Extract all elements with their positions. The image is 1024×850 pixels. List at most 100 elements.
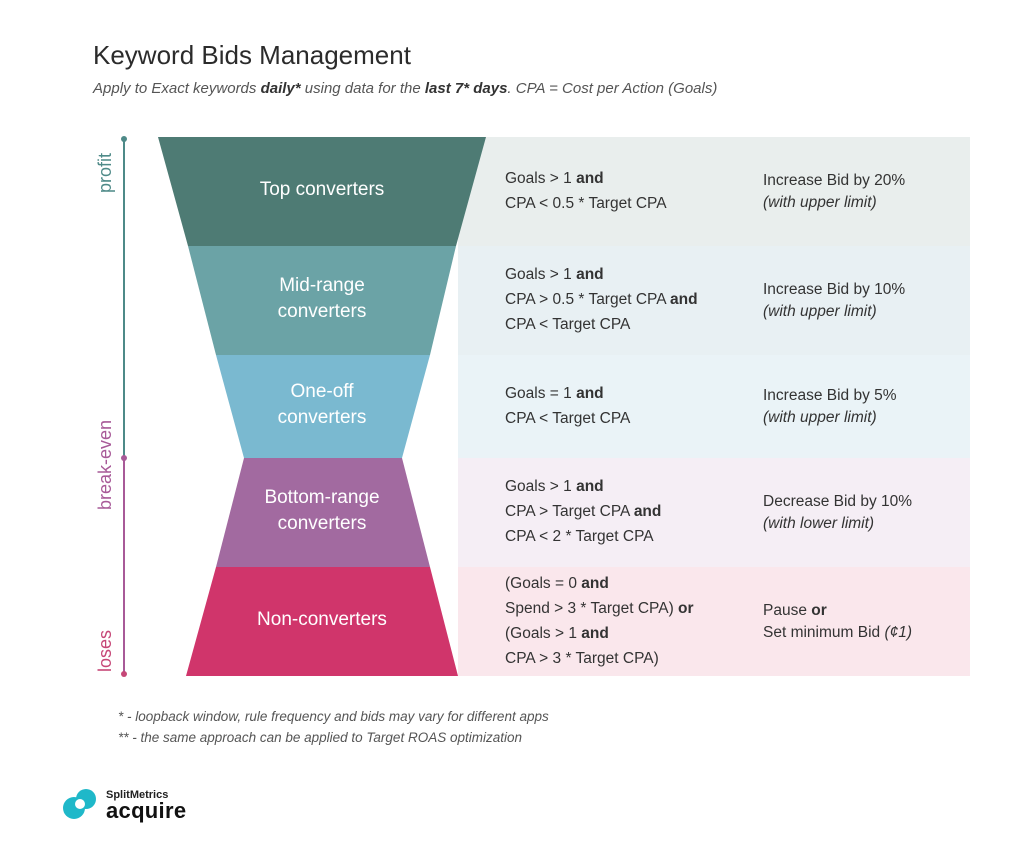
text-segment: Pause: [763, 601, 812, 619]
text-segment: Goals > 1: [505, 169, 577, 187]
axis-line-profit: [123, 140, 125, 458]
subtitle-part: . CPA = Cost per Action (Goals): [507, 80, 718, 97]
funnel-tier-shape: [186, 567, 458, 676]
text-segment: Goals > 1: [505, 266, 577, 283]
axis-dot-top: [121, 136, 127, 142]
action-limit-note: (with upper limit): [763, 302, 877, 320]
text-segment: Increase Bid by 20%: [763, 171, 906, 189]
funnel-tier-shape: [216, 355, 430, 458]
condition-line: CPA < 2 * Target CPA: [505, 524, 661, 549]
funnel-tier-shape: [216, 458, 430, 567]
text-segment: and: [576, 478, 604, 495]
text-segment: CPA < Target CPA: [505, 409, 631, 427]
text-segment: CPA > 3 * Target CPA): [505, 649, 659, 667]
tier-label-line: Non-converters: [257, 608, 387, 630]
text-segment: and: [581, 574, 609, 592]
text-segment: CPA < 0.5 * Target CPA: [505, 194, 667, 212]
condition-line: CPA > 0.5 * Target CPA and: [505, 287, 698, 312]
page-title: Keyword Bids Management: [93, 40, 411, 70]
tier-action: Increase Bid by 5% (with upper limit): [763, 385, 897, 429]
action-main: Increase Bid by 10%: [763, 279, 905, 301]
tier-label: Mid-range converters: [202, 273, 442, 325]
action-main: Decrease Bid by 10%: [763, 491, 912, 513]
funnel-tier-shape: [188, 246, 456, 355]
condition-line: (Goals > 1 and: [505, 621, 694, 646]
tier-row-background: [458, 567, 970, 676]
text-segment: Increase Bid by 5%: [763, 386, 897, 404]
text-segment: CPA > Target CPA: [505, 503, 634, 520]
text-segment: CPA > 0.5 * Target CPA: [505, 291, 670, 308]
text-segment: and: [633, 503, 662, 520]
text-segment: and: [576, 384, 604, 402]
tier-label-line: Bottom-range: [264, 486, 380, 508]
text-segment: Goals = 1: [505, 384, 577, 402]
text-segment: Spend > 3 * Target CPA): [505, 599, 679, 617]
text-segment: Decrease Bid by 10%: [763, 492, 913, 510]
tier-label: Bottom-range converters: [202, 485, 442, 537]
tier-label-line: Mid-range: [279, 274, 365, 296]
tier-label-line: converters: [277, 512, 367, 534]
action-main: Set minimum Bid (¢1): [763, 622, 912, 644]
text-segment: Increase Bid by 10%: [763, 280, 906, 298]
tier-row-background: [458, 458, 970, 567]
tier-label-line: converters: [277, 300, 367, 322]
text-segment: CPA < Target CPA: [505, 316, 631, 333]
axis-line-loses: [123, 458, 125, 674]
text-segment: Set minimum Bid: [763, 623, 885, 641]
action-limit-note: (with lower limit): [763, 514, 875, 532]
condition-line: Goals = 1 and: [505, 381, 630, 406]
tier-label: Non-converters: [202, 607, 442, 633]
action-main: Increase Bid by 20%: [763, 170, 905, 192]
tier-row-background: [458, 137, 970, 246]
action-limit-note: (with upper limit): [763, 408, 877, 426]
logo-brand-name: SplitMetrics: [106, 789, 169, 801]
text-segment: or: [678, 599, 694, 617]
text-segment: and: [576, 266, 604, 283]
text-segment: (¢1): [884, 623, 913, 641]
condition-line: Spend > 3 * Target CPA) or: [505, 596, 694, 621]
condition-line: Goals > 1 and: [505, 262, 698, 287]
tier-label-line: Top converters: [259, 178, 385, 200]
splitmetrics-logo-icon: [63, 789, 96, 819]
axis-dot-middle: [121, 455, 127, 461]
subtitle-part: using data for the: [300, 80, 425, 97]
text-segment: Goals > 1: [505, 478, 577, 495]
tier-label: One-off converters: [202, 379, 442, 431]
condition-line: Goals > 1 and: [505, 166, 667, 191]
tier-action: Increase Bid by 10% (with upper limit): [763, 279, 905, 323]
subtitle-part: daily*: [260, 80, 301, 97]
action-limit-note: (with upper limit): [763, 193, 877, 211]
action-main: Pause or: [763, 600, 912, 622]
tier-label-line: One-off: [290, 380, 354, 402]
footnote-1: * - loopback window, rule frequency and …: [118, 709, 549, 724]
condition-line: CPA > 3 * Target CPA): [505, 646, 694, 671]
subtitle-part: Apply to Exact keywords: [93, 80, 261, 97]
text-segment: and: [670, 291, 698, 308]
axis-dot-bottom: [121, 671, 127, 677]
tier-action: Increase Bid by 20% (with upper limit): [763, 170, 905, 214]
condition-line: CPA < Target CPA: [505, 312, 698, 337]
condition-line: CPA < Target CPA: [505, 406, 630, 431]
page-subtitle: Apply to Exact keywords daily* using dat…: [93, 80, 717, 97]
tier-label-line: converters: [277, 406, 367, 428]
tier-action: Decrease Bid by 10% (with lower limit): [763, 491, 912, 535]
text-segment: and: [581, 624, 609, 642]
logo-product-name: acquire: [106, 798, 187, 823]
footnote-2: ** - the same approach can be applied to…: [118, 730, 522, 745]
funnel-tier-shape: [158, 137, 486, 246]
condition-line: (Goals = 0 and: [505, 571, 694, 596]
action-main: Increase Bid by 5%: [763, 385, 897, 407]
tier-label: Top converters: [202, 177, 442, 203]
tier-row-background: [458, 246, 970, 355]
text-segment: (Goals = 0: [505, 574, 582, 592]
text-segment: (Goals > 1: [505, 624, 582, 642]
condition-line: CPA < 0.5 * Target CPA: [505, 191, 667, 216]
text-segment: and: [576, 169, 604, 187]
